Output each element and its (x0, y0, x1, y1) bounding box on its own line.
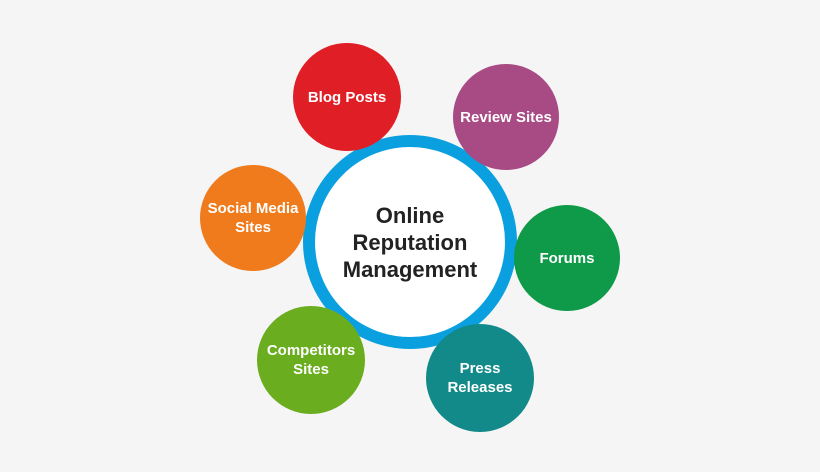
node-label-line: Review Sites (460, 108, 552, 126)
node-label: Press Releases (447, 359, 512, 397)
node-review-sites: Review Sites (453, 64, 559, 170)
node-label: Competitors Sites (267, 341, 355, 379)
node-label-line: Press (459, 360, 501, 377)
center-line-2: Reputation (352, 229, 468, 255)
center-line-3: Management (342, 256, 478, 282)
node-label: Blog Posts (308, 88, 386, 107)
node-label-line: Forums (539, 249, 595, 267)
node-label-line: Sites (235, 219, 271, 236)
node-label-line: Releases (447, 379, 513, 396)
node-blog-posts: Blog Posts (293, 43, 401, 151)
node-label-line: Competitors (266, 342, 356, 359)
node-competitors-sites: Competitors Sites (257, 306, 365, 414)
node-label: Review Sites (460, 108, 552, 127)
node-forums: Forums (514, 205, 620, 311)
node-press-releases: Press Releases (426, 324, 534, 432)
node-label-line: Social Media (207, 200, 299, 217)
node-label-line: Sites (293, 361, 329, 378)
node-label-line: Blog Posts (307, 88, 387, 106)
center-label: Online Reputation Management (343, 202, 477, 283)
center-line-1: Online (375, 202, 445, 228)
node-social-media-sites: Social Media Sites (200, 165, 306, 271)
node-label: Forums (539, 249, 594, 268)
node-label: Social Media Sites (208, 199, 299, 237)
